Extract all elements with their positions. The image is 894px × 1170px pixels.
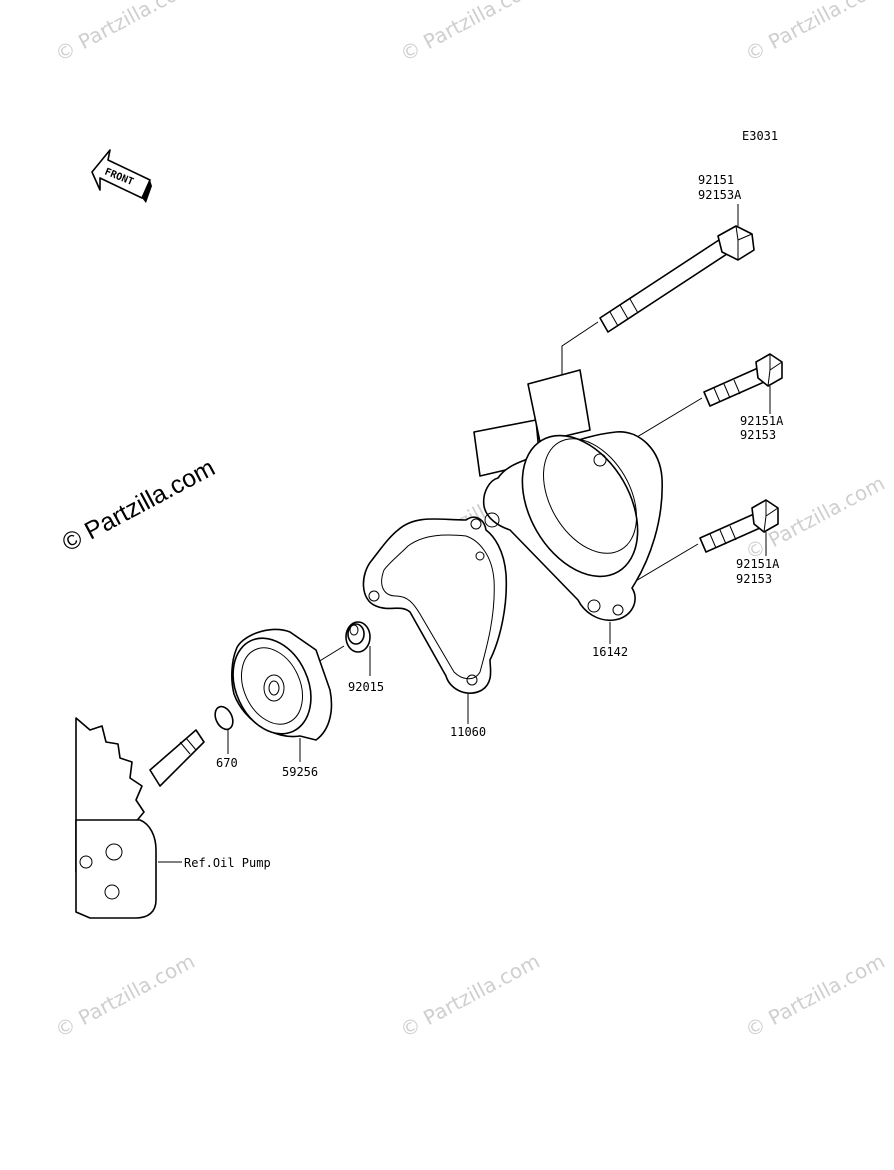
watermark: © Partzilla.com: [741, 0, 889, 66]
pump-cover: [473, 369, 663, 622]
label-gasket: 11060: [450, 725, 486, 739]
part-labels: 92151 92153A 92151A 92153 92151A 92153 1…: [184, 173, 784, 870]
label-bolt-low-b: 92153: [736, 572, 772, 586]
label-bolt-mid-a: 92151A: [740, 414, 784, 428]
label-washer: 92015: [348, 680, 384, 694]
bolt-low: [699, 499, 779, 553]
watermark: © Partzilla.com: [51, 949, 199, 1043]
label-ref-pump: Ref.Oil Pump: [184, 856, 271, 870]
bolt-long: [599, 225, 755, 333]
oil-pump-ref: [75, 717, 205, 919]
label-bolt-low-a: 92151A: [736, 557, 780, 571]
o-ring: [214, 705, 234, 731]
impeller: [231, 628, 333, 741]
label-impeller: 59256: [282, 765, 318, 779]
label-bolt-long-a: 92151: [698, 173, 734, 187]
watermark: © Partzilla.com: [396, 949, 544, 1043]
bolt-mid: [703, 353, 783, 407]
watermark: © Partzilla.com: [741, 949, 889, 1043]
label-bolt-mid-b: 92153: [740, 428, 776, 442]
label-cover: 16142: [592, 645, 628, 659]
washer: [345, 621, 371, 653]
watermark: © Partzilla.com: [51, 0, 199, 66]
watermark: © Partzilla.com: [396, 0, 544, 66]
label-bolt-long-b: 92153A: [698, 188, 742, 202]
front-arrow: FRONT: [91, 149, 152, 203]
label-o-ring: 670: [216, 756, 238, 770]
watermark-large: © Partzilla.com: [58, 453, 220, 557]
gasket: [362, 516, 508, 694]
diagram-code: E3031: [742, 129, 778, 143]
